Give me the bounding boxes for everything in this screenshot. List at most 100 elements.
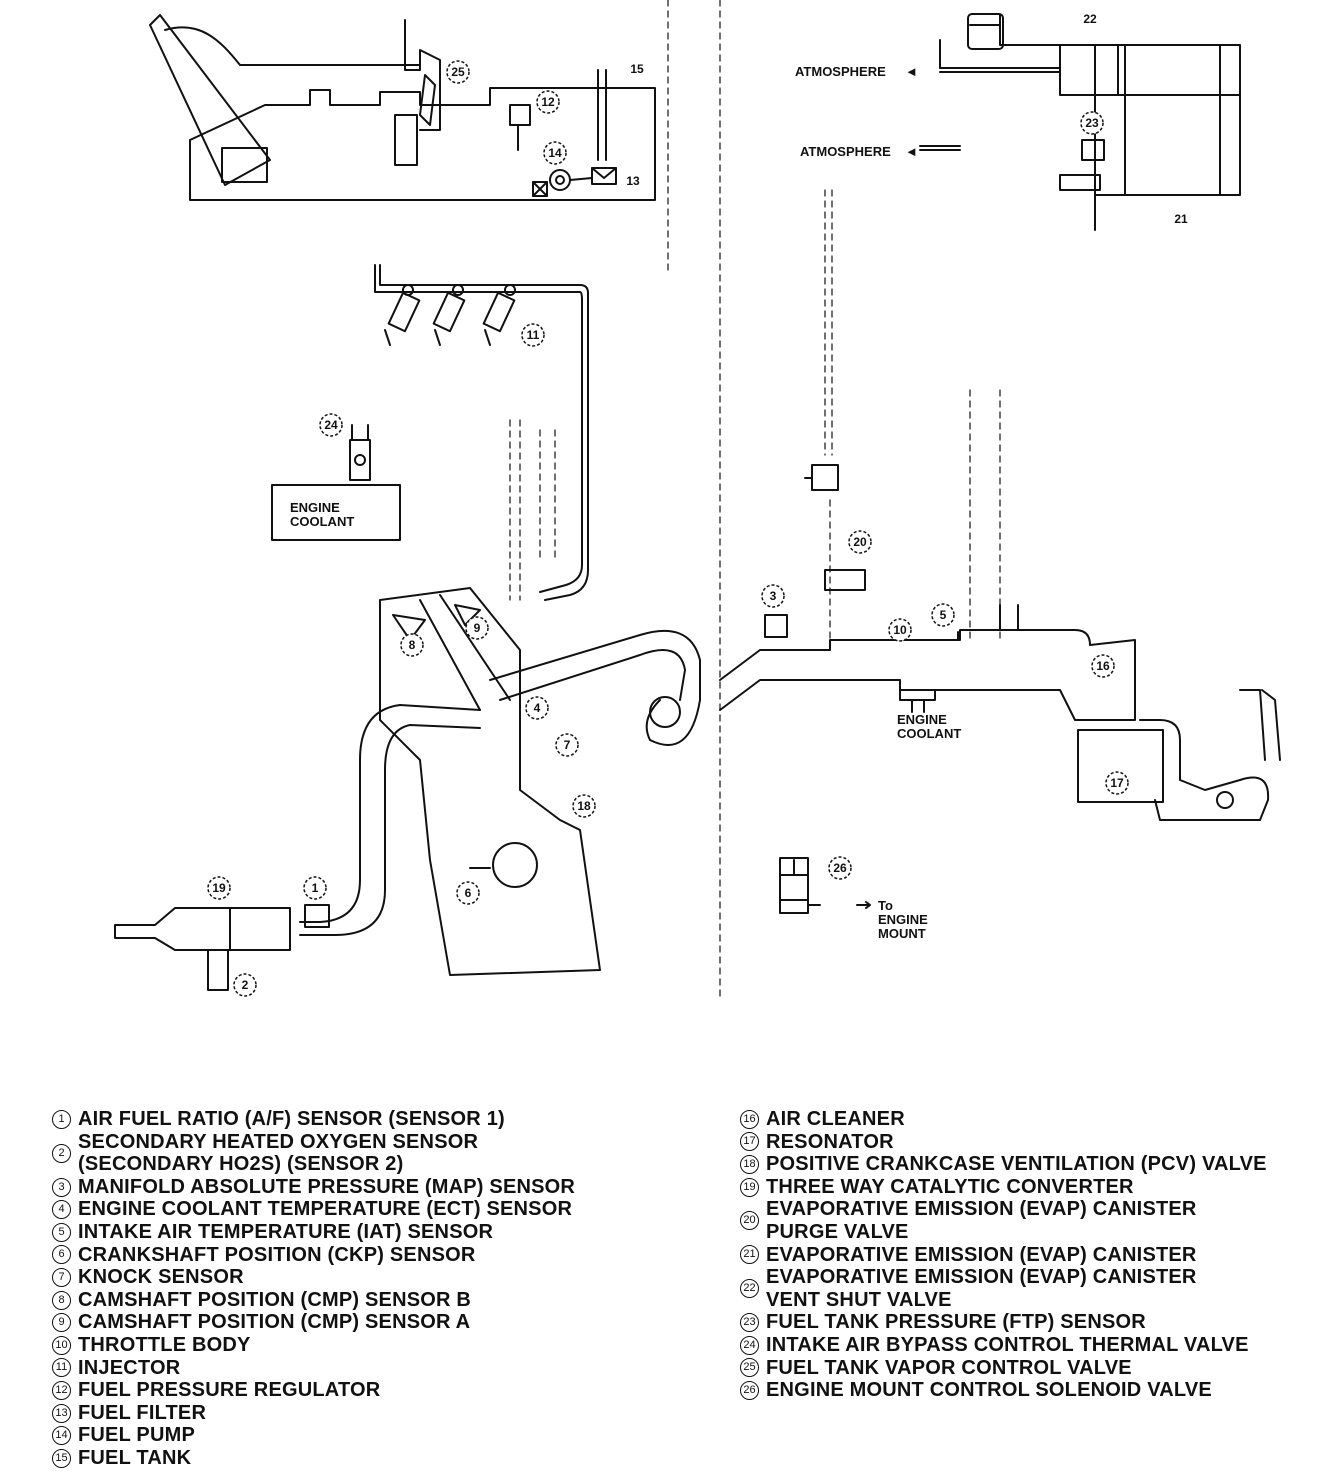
legend-number-badge: 17 <box>740 1131 766 1154</box>
legend-text: INTAKE AIR TEMPERATURE (IAT) SENSOR <box>78 1220 494 1243</box>
legend-number-badge: 4 <box>52 1198 78 1221</box>
bypass-valve-drawing <box>271 424 401 541</box>
legend-text: ENGINE COOLANT TEMPERATURE (ECT) SENSOR <box>78 1198 573 1221</box>
callout-22: 22 <box>1083 12 1097 26</box>
callout-20: 20 <box>848 530 872 554</box>
callout-21: 21 <box>1174 212 1188 226</box>
legend-text: RESONATOR <box>766 1130 894 1153</box>
legend-number-badge: 20 <box>740 1198 766 1243</box>
callout-8: 8 <box>400 633 424 657</box>
atmosphere-label-1: ATMOSPHERE <box>795 64 886 79</box>
svg-text:26: 26 <box>833 861 847 875</box>
callout-2: 2 <box>233 973 257 997</box>
legend-text: EVAPORATIVE EMISSION (EVAP) CANISTER VEN… <box>766 1266 1197 1311</box>
component-diagram: 1234567891011121314151617181920212223242… <box>114 0 1281 1001</box>
atmosphere-arrow-2: ◄ <box>905 144 918 159</box>
legend-number-badge: 6 <box>52 1244 78 1267</box>
legend-text: MANIFOLD ABSOLUTE PRESSURE (MAP) SENSOR <box>78 1175 576 1198</box>
solenoid-valve-drawing <box>779 857 871 914</box>
legend-number-badge: 18 <box>740 1153 766 1176</box>
legend-number-badge: 7 <box>52 1266 78 1289</box>
legend-text: THREE WAY CATALYTIC CONVERTER <box>766 1175 1134 1198</box>
callout-1: 1 <box>303 876 327 900</box>
svg-text:9: 9 <box>474 621 481 635</box>
legend-text: EVAPORATIVE EMISSION (EVAP) CANISTER <box>766 1243 1197 1266</box>
legend-number-badge: 3 <box>52 1176 78 1199</box>
svg-text:23: 23 <box>1085 116 1099 130</box>
svg-text:13: 13 <box>626 174 640 188</box>
legend-text: FUEL TANK <box>78 1446 192 1469</box>
legend-text: THROTTLE BODY <box>78 1333 251 1356</box>
svg-text:7: 7 <box>564 738 571 752</box>
callout-16: 16 <box>1091 654 1115 678</box>
svg-text:17: 17 <box>1110 776 1124 790</box>
legend-number-badge: 25 <box>740 1357 766 1380</box>
legend-number-badge: 12 <box>52 1379 78 1402</box>
callout-12: 12 <box>536 90 560 114</box>
svg-text:14: 14 <box>548 146 562 160</box>
legend-text: POSITIVE CRANKCASE VENTILATION (PCV) VAL… <box>766 1153 1267 1176</box>
legend-number-badge: 19 <box>740 1176 766 1199</box>
svg-text:19: 19 <box>212 881 226 895</box>
legend-number-badge: 22 <box>740 1266 766 1311</box>
legend-number-badge: 11 <box>52 1357 78 1380</box>
legend-text: FUEL PUMP <box>78 1424 195 1447</box>
legend-text: SECONDARY HEATED OXYGEN SENSOR (SECONDAR… <box>78 1130 479 1176</box>
legend-number-badge: 1 <box>52 1108 78 1131</box>
callout-4: 4 <box>525 696 549 720</box>
callout-10: 10 <box>888 618 912 642</box>
legend-number-badge: 14 <box>52 1424 78 1447</box>
svg-text:1: 1 <box>312 881 319 895</box>
callout-3: 3 <box>761 584 785 608</box>
legend-text: KNOCK SENSOR <box>78 1266 244 1289</box>
legend-text: FUEL FILTER <box>78 1401 207 1424</box>
legend-text: AIR FUEL RATIO (A/F) SENSOR (SENSOR 1) <box>78 1108 505 1130</box>
svg-text:11: 11 <box>527 328 540 342</box>
svg-text:18: 18 <box>577 799 591 813</box>
svg-text:16: 16 <box>1096 659 1110 673</box>
injector-fuel-rail-drawing <box>374 264 589 601</box>
fuel-tank-drawing <box>149 14 656 201</box>
svg-text:15: 15 <box>630 62 644 76</box>
callout-13: 13 <box>626 174 640 188</box>
callout-7: 7 <box>555 733 579 757</box>
svg-text:2: 2 <box>242 978 249 992</box>
legend-number-badge: 16 <box>740 1108 766 1131</box>
callout-15: 15 <box>630 62 644 76</box>
legend-text: CAMSHAFT POSITION (CMP) SENSOR A <box>78 1311 471 1334</box>
intake-system-drawing <box>489 464 1136 746</box>
legend-number-badge: 21 <box>740 1244 766 1267</box>
legend-number-badge: 23 <box>740 1311 766 1334</box>
legend-number-badge: 9 <box>52 1311 78 1334</box>
legend-text: INJECTOR <box>78 1356 181 1379</box>
legend-text: INTAKE AIR BYPASS CONTROL THERMAL VALVE <box>766 1333 1249 1356</box>
callout-6: 6 <box>456 881 480 905</box>
svg-text:25: 25 <box>451 65 465 79</box>
legend-number-badge: 13 <box>52 1402 78 1425</box>
svg-text:24: 24 <box>324 418 338 432</box>
callout-23: 23 <box>1080 111 1104 135</box>
svg-text:20: 20 <box>853 535 867 549</box>
